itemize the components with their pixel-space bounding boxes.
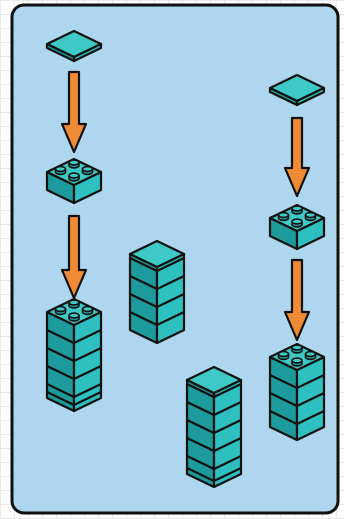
down-arrow-icon xyxy=(283,258,311,342)
down-arrow-icon xyxy=(60,70,88,154)
brick-icon xyxy=(268,203,326,251)
down-arrow-icon xyxy=(283,116,311,198)
brick-stack-icon xyxy=(128,239,186,345)
down-arrow-icon xyxy=(60,214,88,300)
flat-tile-icon xyxy=(268,73,326,107)
brick-icon xyxy=(45,157,103,205)
flat-tile-icon xyxy=(45,29,103,63)
brick-stack-icon xyxy=(45,297,103,413)
brick-stack-icon xyxy=(185,365,243,489)
brick-stack-icon xyxy=(268,342,326,442)
